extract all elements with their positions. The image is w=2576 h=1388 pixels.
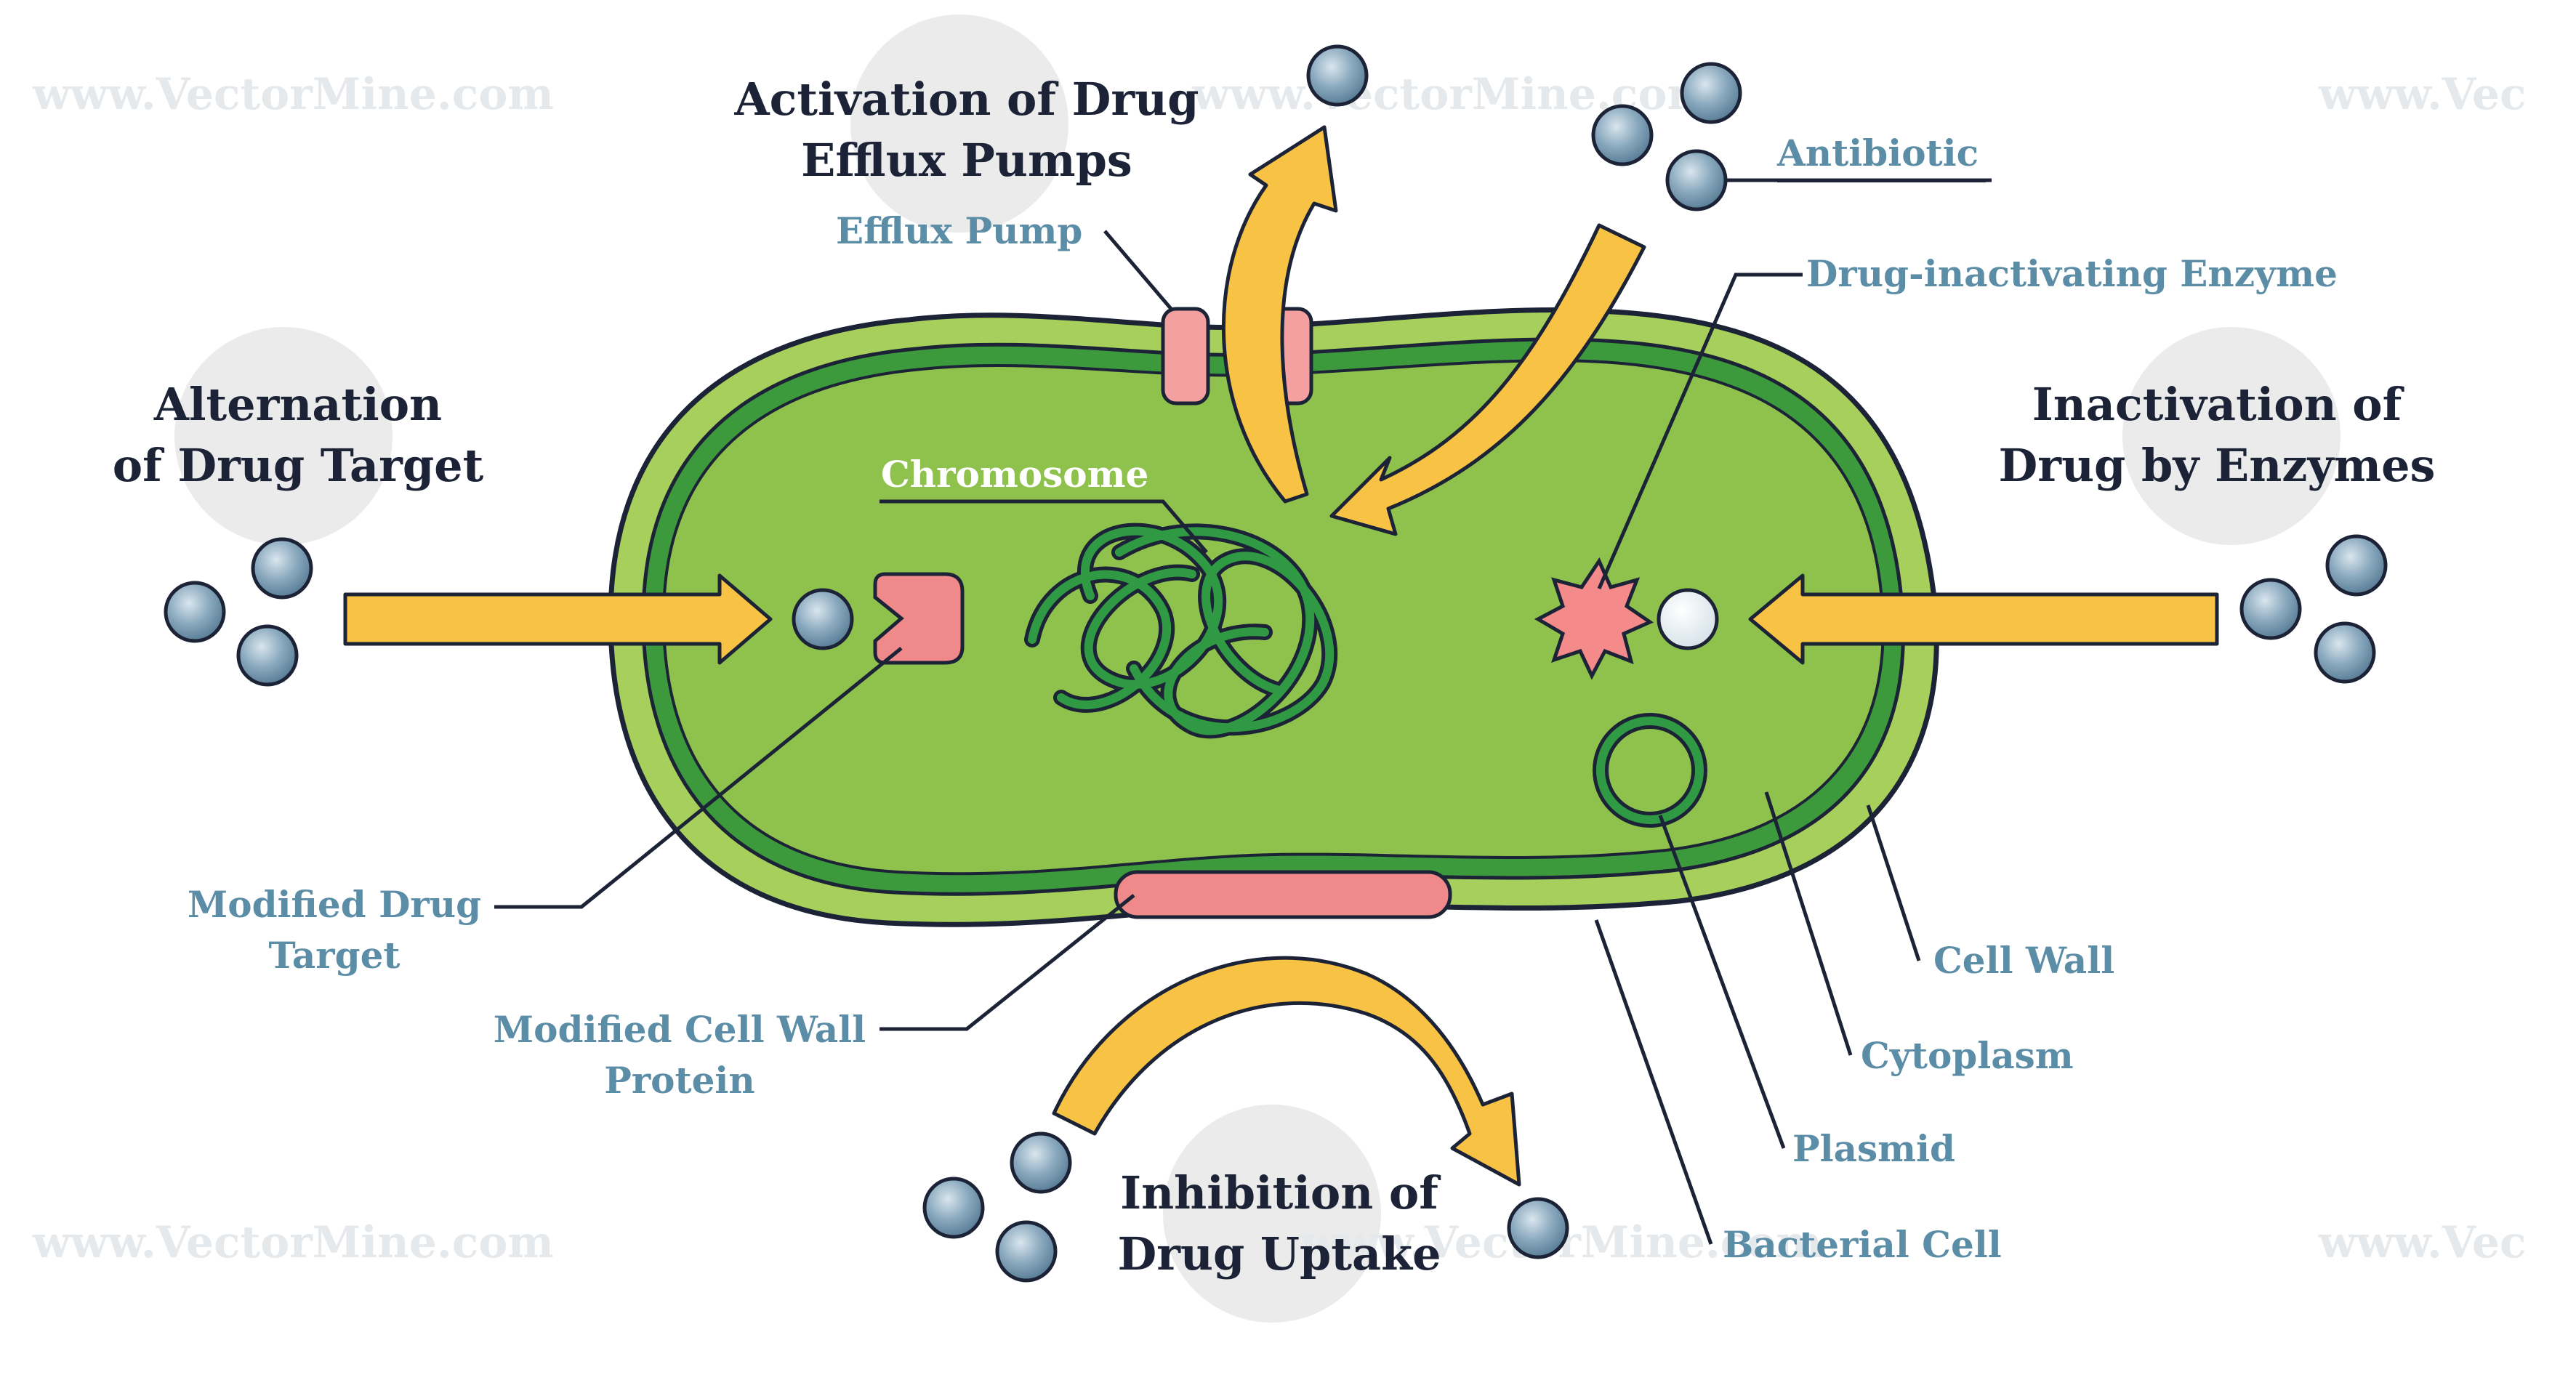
antibiotic-molecule [792, 588, 854, 650]
label-bacterial-cell: Bacterial Cell [1723, 1223, 2002, 1266]
leader-plasmid [1658, 815, 1786, 1149]
antibiotic-molecule [251, 537, 313, 600]
heading-efflux: Activation of Drug Efflux Pumps [727, 69, 1207, 191]
leader-cytoplasm [1764, 791, 1853, 1056]
label-modified-drug-target: Modified Drug Target [178, 879, 491, 981]
heading-target-line2: of Drug Target [112, 439, 484, 492]
leader-bacterial-cell [1594, 919, 1713, 1245]
label-drug-inactivating-enzyme: Drug-inactivating Enzyme [1806, 252, 2338, 295]
watermark-circle [850, 15, 1068, 233]
bacterial-cell [608, 307, 1939, 927]
molecule-group-bottom [922, 1131, 1072, 1283]
antibiotic-molecule [1507, 1197, 1569, 1259]
heading-efflux-line2: Efflux Pumps [801, 134, 1132, 187]
heading-uptake-line2: Drug Uptake [1117, 1227, 1441, 1280]
leader-cell-wall-protein [880, 894, 1135, 1031]
heading-uptake-line1: Inhibition of [1120, 1166, 1438, 1219]
modified-cell-wall-protein [1114, 870, 1452, 919]
drug-inactivating-enzyme [1534, 557, 1654, 680]
cytoplasm-area [661, 359, 1885, 876]
antibiotic-molecule [922, 1177, 985, 1239]
molecule-group-right [2239, 534, 2388, 684]
watermark-circle [1163, 1105, 1381, 1323]
molecule-group-top-right [1591, 62, 1742, 211]
chromosome-inner [1028, 526, 1335, 735]
watermark-circle [2122, 327, 2340, 545]
label-modified-cell-wall-protein-line2: Protein [604, 1059, 755, 1102]
arrow-uptake [1052, 956, 1521, 1187]
arrow-antibiotic-entry [1329, 223, 1646, 536]
heading-uptake: Inhibition of Drug Uptake [1076, 1163, 1483, 1285]
antibiotic-molecule [1680, 62, 1742, 124]
label-plasmid: Plasmid [1792, 1127, 1955, 1170]
watermark-circle [174, 327, 393, 545]
leader-chromosome [880, 499, 1208, 554]
heading-enzyme-line1: Inactivation of [2032, 378, 2402, 431]
watermark-text: www.Vec [2319, 69, 2527, 120]
antibiotic-molecule [1010, 1131, 1072, 1194]
label-efflux-pump: Efflux Pump [836, 209, 1083, 252]
antibiotic-molecule [1591, 104, 1654, 166]
arrow-enzyme [1748, 573, 2219, 665]
label-cytoplasm: Cytoplasm [1861, 1034, 2074, 1077]
inactivated-antibiotic [1657, 588, 1719, 650]
antibiotic-molecule [995, 1220, 1058, 1283]
label-modified-cell-wall-protein-line1: Modified Cell Wall [493, 1008, 866, 1051]
leader-enzyme [1597, 273, 1803, 589]
heading-target: Alternation of Drug Target [80, 374, 516, 496]
heading-enzyme-line2: Drug by Enzymes [1998, 439, 2436, 492]
label-modified-drug-target-line1: Modified Drug [187, 883, 482, 926]
antibiotic-molecule [236, 624, 299, 687]
label-chromosome: Chromosome [881, 453, 1149, 496]
antibiotic-molecule [1306, 44, 1369, 107]
watermark-text: www.Vec [2319, 1217, 2527, 1268]
plasmid [1593, 713, 1707, 828]
watermark-text: www.VectorMine.com [33, 1217, 554, 1268]
antibiotic-molecule [2314, 621, 2376, 684]
label-modified-cell-wall-protein: Modified Cell Wall Protein [487, 1004, 872, 1106]
heading-efflux-line1: Activation of Drug [734, 73, 1199, 126]
label-antibiotic: Antibiotic [1777, 128, 1987, 182]
label-modified-drug-target-line2: Target [268, 934, 401, 977]
heading-target-line1: Alternation [153, 378, 443, 431]
antibiotic-molecule [1665, 149, 1728, 211]
leader-cell-wall [1866, 804, 1921, 961]
watermark-text: www.VectorMine.com [33, 69, 554, 120]
antibiotic-molecule [164, 581, 226, 643]
arrow-efflux [1221, 125, 1338, 504]
heading-enzyme: Inactivation of Drug by Enzymes [1977, 374, 2457, 496]
leader-efflux-pump [1103, 230, 1173, 311]
leader-modified-target [494, 647, 903, 909]
molecule-group-left [164, 537, 313, 687]
antibiotic-molecule [2239, 578, 2302, 640]
label-cell-wall: Cell Wall [1933, 939, 2115, 982]
arrow-alternation [343, 573, 773, 665]
antibiotic-molecule [2325, 534, 2388, 597]
